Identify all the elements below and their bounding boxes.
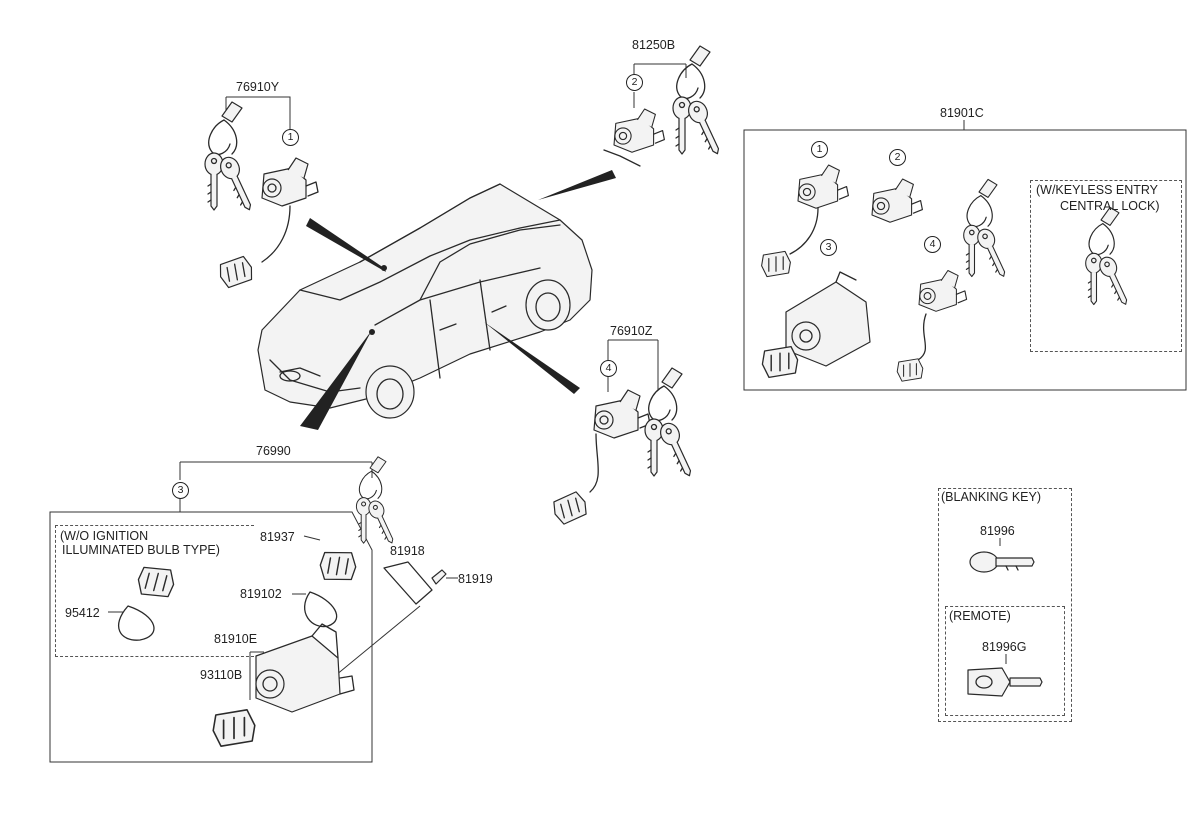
part-76910Z-drawing (550, 339, 698, 527)
callout-1-81901C: 1 (811, 141, 828, 158)
blanking-key-drawing (969, 538, 1035, 573)
note-wo-ignition-line2: ILLUMINATED BULB TYPE) (62, 543, 220, 557)
part-76910Y-drawing (205, 96, 319, 290)
callout-2-81250B: 2 (626, 74, 643, 91)
label-81919: 81919 (458, 572, 493, 586)
note-keyless-line1: (W/KEYLESS ENTRY (1036, 183, 1159, 197)
label-81910E: 81910E (214, 632, 258, 646)
label-81937: 81937 (260, 530, 295, 544)
label-76990: 76990 (256, 444, 291, 458)
label-81918: 81918 (390, 544, 425, 558)
label-95412: 95412 (65, 606, 100, 620)
label-76910Y: 76910Y (236, 80, 280, 94)
car-outline (257, 183, 593, 419)
label-819102: 819102 (240, 587, 282, 601)
wo-ignition-inset (55, 525, 254, 657)
label-93110B: 93110B (200, 668, 243, 682)
label-76910Z: 76910Z (610, 324, 653, 338)
remote-key-drawing (967, 654, 1043, 697)
part-81250B-drawing (603, 46, 726, 167)
label-81901C: 81901C (940, 106, 984, 120)
part-81901C-drawing (743, 120, 1187, 391)
callout-2-81901C: 2 (889, 149, 906, 166)
note-wo-ignition-line1: (W/O IGNITION (60, 529, 149, 543)
note-keyless-line2: CENTRAL LOCK) (1060, 199, 1160, 213)
label-81996G: 81996G (982, 640, 1027, 654)
pointer-wedges (300, 170, 616, 430)
remote-box (945, 606, 1065, 716)
callout-4-76910Z: 4 (600, 360, 617, 377)
label-81996: 81996 (980, 524, 1015, 538)
note-remote: (REMOTE) (949, 609, 1011, 623)
callout-4-81901C: 4 (924, 236, 941, 253)
blanking-key-box (938, 488, 1072, 722)
part-76990-drawing (49, 457, 458, 763)
callout-1-76910Y: 1 (282, 129, 299, 146)
callout-3-81901C: 3 (820, 239, 837, 256)
note-blanking-key: (BLANKING KEY) (941, 490, 1042, 504)
callout-3-76990: 3 (172, 482, 189, 499)
keyless-entry-inset (1030, 180, 1182, 352)
label-81250B: 81250B (632, 38, 676, 52)
